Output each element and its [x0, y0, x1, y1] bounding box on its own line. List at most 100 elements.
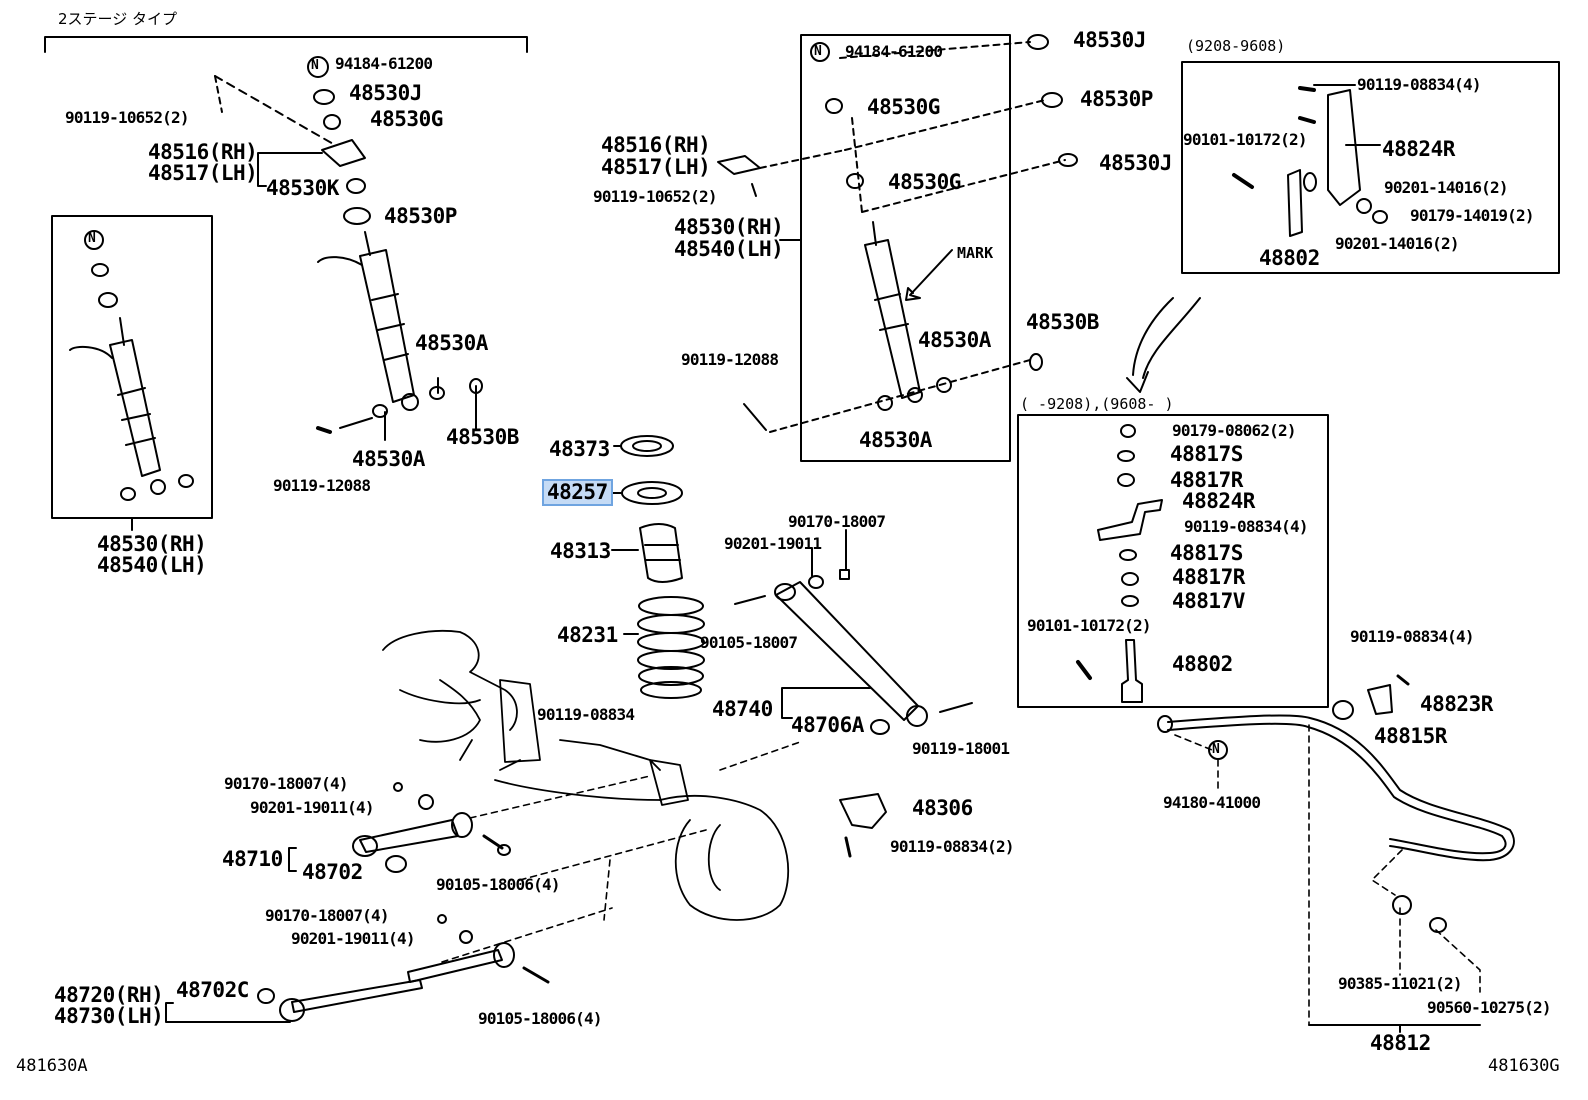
n-symbol-3: N — [814, 44, 822, 59]
mid-right-parts-icon — [1076, 424, 1163, 703]
bracket-48306-icon — [839, 793, 887, 858]
center-loose-parts — [717, 34, 1078, 371]
part-48530G: 48530G — [888, 170, 961, 194]
part-48710: 48710 — [222, 847, 283, 871]
part-90170-18007-4: 90170-18007(4) — [265, 906, 389, 925]
leader-lines-left — [165, 847, 297, 1023]
part-48516-rh: 48516(RH) — [148, 140, 258, 164]
part-48817S: 48817S — [1170, 541, 1243, 565]
part-48530A: 48530A — [859, 428, 932, 452]
part-48530A: 48530A — [415, 331, 488, 355]
spring-stack-icon — [611, 435, 705, 699]
part-90119-08834-4: 90119-08834(4) — [1350, 627, 1474, 646]
left-box-shock-icon — [69, 230, 194, 501]
top-right-box — [1181, 61, 1560, 274]
part-48530J: 48530J — [349, 81, 422, 105]
part-90201-14016-2: 90201-14016(2) — [1335, 234, 1459, 253]
part-48530A: 48530A — [352, 447, 425, 471]
part-48516-rh: 48516(RH) — [601, 133, 711, 157]
part-48530G: 48530G — [370, 107, 443, 131]
part-90201-19011-4: 90201-19011(4) — [291, 929, 415, 948]
part-48540-lh: 48540(LH) — [674, 237, 784, 261]
part-48817V: 48817V — [1172, 589, 1245, 613]
part-48702C: 48702C — [176, 978, 249, 1002]
part-48802: 48802 — [1172, 652, 1233, 676]
bottom-bracket — [1308, 1024, 1481, 1033]
part-48540-lh: 48540(LH) — [97, 553, 207, 577]
part-90201-19011: 90201-19011 — [724, 534, 822, 553]
part-48530A: 48530A — [918, 328, 991, 352]
part-94180-41000: 94180-41000 — [1163, 793, 1261, 812]
part-90105-18006-4: 90105-18006(4) — [478, 1009, 602, 1028]
part-48702: 48702 — [302, 860, 363, 884]
part-48706A: 48706A — [791, 713, 864, 737]
part-48530K: 48530K — [266, 176, 339, 200]
part-90105-18007: 90105-18007 — [700, 633, 798, 652]
part-48530J: 48530J — [1099, 151, 1172, 175]
leader-2stage-a — [339, 377, 477, 441]
stage-type-bracket — [44, 36, 528, 53]
part-48306: 48306 — [912, 796, 973, 820]
part-90170-18007: 90170-18007 — [788, 512, 886, 531]
upper-control-arm-icon — [257, 942, 550, 1022]
part-48720-rh: 48720(RH) — [54, 983, 164, 1007]
part-90170-18007-4: 90170-18007(4) — [224, 774, 348, 793]
part-48530P: 48530P — [1080, 87, 1153, 111]
part-48530J: 48530J — [1073, 28, 1146, 52]
part-90119-10652: 90119-10652(2) — [593, 187, 717, 206]
mid-right-box — [1017, 414, 1329, 708]
part-90179-14019-2: 90179-14019(2) — [1410, 206, 1534, 225]
part-48817R: 48817R — [1170, 468, 1243, 492]
n-symbol-4: N — [1212, 742, 1220, 757]
date-range-mid: ( -9208),(9608- ) — [1020, 395, 1174, 413]
part-48257-highlighted: 48257 — [542, 479, 613, 506]
part-48530-rh: 48530(RH) — [97, 532, 207, 556]
stage-type-title: 2ステージ タイプ — [58, 10, 178, 28]
n-symbol-1: N — [311, 58, 319, 73]
part-48817S: 48817S — [1170, 442, 1243, 466]
part-90119-08834: 90119-08834 — [537, 705, 635, 724]
axle-housing-icon — [382, 629, 790, 921]
part-90119-08834-4: 90119-08834(4) — [1357, 75, 1481, 94]
diagram-code-right: 481630G — [1488, 1056, 1560, 1076]
part-48815R: 48815R — [1374, 724, 1447, 748]
part-48530-rh: 48530(RH) — [674, 215, 784, 239]
part-48373: 48373 — [549, 437, 610, 461]
part-90101-10172-2: 90101-10172(2) — [1183, 130, 1307, 149]
part-94184-61200: 94184-61200 — [335, 54, 433, 73]
two-stage-shock-icon — [214, 75, 483, 434]
axle-dashed-lines — [441, 741, 801, 963]
part-90119-08834-4: 90119-08834(4) — [1184, 517, 1308, 536]
part-90119-12088: 90119-12088 — [681, 350, 779, 369]
pointer-arrow — [1126, 297, 1201, 393]
part-48824R: 48824R — [1382, 137, 1455, 161]
center-shock-box — [800, 34, 1011, 462]
stabilizer-bar-icon — [1157, 674, 1515, 933]
part-48517-lh: 48517(LH) — [601, 155, 711, 179]
part-90119-10652: 90119-10652(2) — [65, 108, 189, 127]
part-48740: 48740 — [712, 697, 773, 721]
part-48802: 48802 — [1259, 246, 1320, 270]
leader-48516 — [257, 152, 323, 187]
part-90179-08062-2: 90179-08062(2) — [1172, 421, 1296, 440]
lateral-rod-icon — [734, 529, 973, 735]
mark-label: MARK — [957, 244, 994, 262]
part-48530P: 48530P — [384, 204, 457, 228]
part-90119-18001: 90119-18001 — [912, 739, 1010, 758]
part-48517-lh: 48517(LH) — [148, 161, 258, 185]
part-48313: 48313 — [550, 539, 611, 563]
center-shock-icon — [743, 41, 1066, 433]
n-symbol-2: N — [88, 231, 96, 246]
part-48823R: 48823R — [1420, 692, 1493, 716]
part-48530B: 48530B — [446, 425, 519, 449]
part-90201-14016-2: 90201-14016(2) — [1384, 178, 1508, 197]
part-90385-11021-2: 90385-11021(2) — [1338, 974, 1462, 993]
part-94184-61200: 94184-61200 — [845, 42, 943, 61]
part-90119-08834-2: 90119-08834(2) — [890, 837, 1014, 856]
lower-control-arm-icon — [352, 782, 511, 944]
part-48530B: 48530B — [1026, 310, 1099, 334]
part-90560-10275-2: 90560-10275(2) — [1427, 998, 1551, 1017]
part-48530G: 48530G — [867, 95, 940, 119]
